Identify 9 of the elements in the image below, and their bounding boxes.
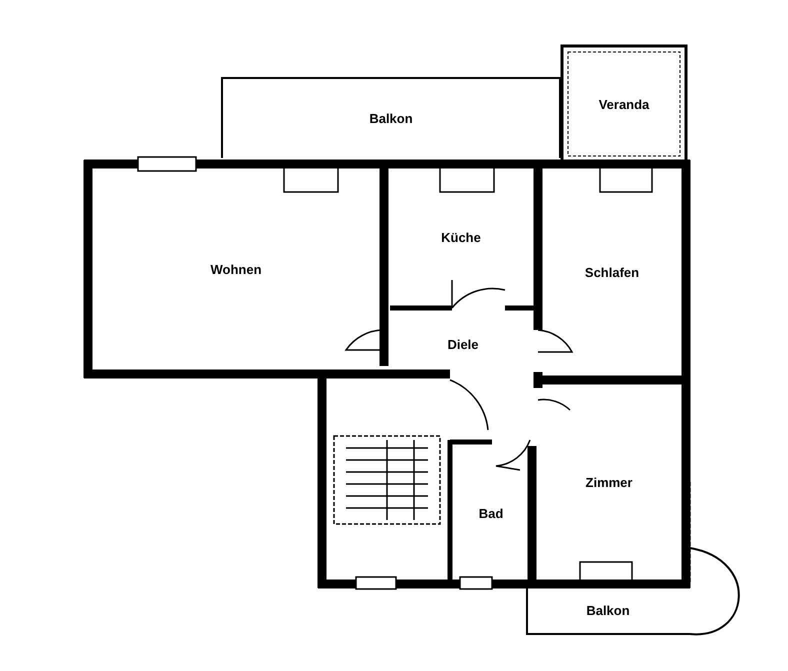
room-label: Bad	[478, 506, 504, 520]
room-label: Zimmer	[586, 475, 632, 490]
room-label: Schlafen	[584, 264, 640, 280]
room-label: Diele	[447, 336, 479, 352]
room-label: Balkon	[369, 110, 413, 126]
room-label: Küche	[441, 230, 481, 244]
room-label: Veranda	[598, 96, 650, 112]
room-label: Balkon	[586, 603, 630, 618]
room-label: Wohnen	[210, 262, 262, 276]
